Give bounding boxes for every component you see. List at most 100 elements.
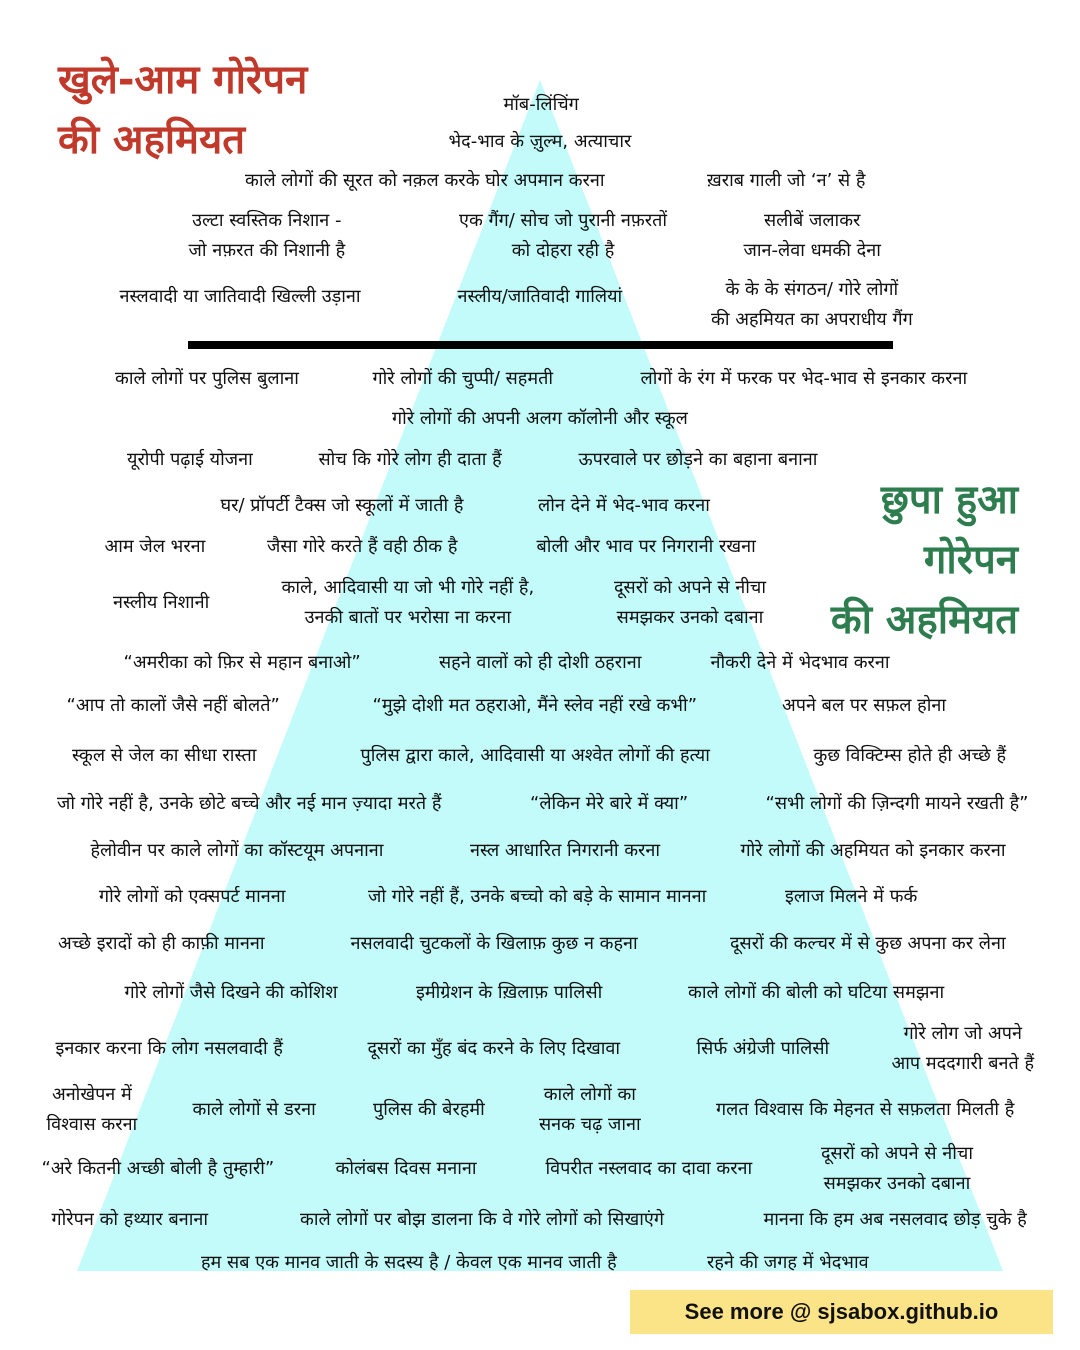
covert-item: कोलंबस दिवस मनाना <box>336 1154 477 1184</box>
overt-heading-line: की अहमियत <box>58 117 246 163</box>
covert-item: सहने वालों को ही दोशी ठहराना <box>439 648 641 678</box>
covert-item-line: “मुझे दोशी मत ठहराओ, मैंने स्लेव नहीं रख… <box>372 695 698 716</box>
overt-item-line: मॉब-लिंचिंग <box>503 94 579 115</box>
covert-item: सोच कि गोरे लोग ही दाता हैं <box>319 445 502 475</box>
covert-item-line: पुलिस द्वारा काले, आदिवासी या अश्वेत लोग… <box>360 745 710 766</box>
covert-item-line: पुलिस की बेरहमी <box>373 1099 485 1120</box>
overt-item-line: उल्टा स्वस्तिक निशान - <box>192 210 342 231</box>
overt-item: ख़राब गाली जो ‘न’ से है <box>707 166 865 196</box>
covert-item: “लेकिन मेरे बारे में क्या” <box>530 789 688 819</box>
overt-item: उल्टा स्वस्तिक निशान -जो नफ़रत की निशानी… <box>189 206 346 266</box>
covert-item: काले लोगों से डरना <box>193 1095 316 1125</box>
covert-heading-line: गोरेपन <box>923 537 1018 583</box>
covert-item-line: गोरे लोग जो अपने <box>903 1023 1022 1044</box>
covert-item-line: मानना कि हम अब नसलवाद छोड़ चुके है <box>763 1209 1027 1230</box>
covert-item: आम जेल भरना <box>105 532 206 562</box>
covert-item-line: हेलोवीन पर काले लोगों का कॉस्टयूम अपनाना <box>90 840 384 861</box>
covert-item: अनोखेपन मेंविश्वास करना <box>47 1080 138 1140</box>
covert-whiteness-heading: छुपा हुआ गोरेपन की अहमियत <box>831 470 1018 650</box>
overt-item-line: भेद-भाव के ज़ुल्म, अत्याचार <box>448 131 632 152</box>
covert-item-line: सनक चढ़ जाना <box>539 1114 641 1135</box>
covert-item-line: अनोखेपन में <box>51 1084 132 1105</box>
covert-item-line: अच्छे इरादों को ही काफ़ी मानना <box>58 933 265 954</box>
covert-item: नौकरी देने में भेदभाव करना <box>711 648 890 678</box>
covert-item: काले, आदिवासी या जो भी गोरे नहीं है,उनकी… <box>282 573 535 633</box>
covert-item: “सभी लोगों की ज़िन्दगी मायने रखती है” <box>766 789 1029 819</box>
covert-item-line: इनकार करना कि लोग नसलवादी हैं <box>55 1038 283 1059</box>
covert-item-line: नस्ल आधारित निगरानी करना <box>470 840 661 861</box>
overt-item-line: एक गैंग/ सोच जो पुरानी नफ़रतों <box>459 210 668 231</box>
covert-item: “आप तो कालों जैसे नहीं बोलते” <box>67 691 280 721</box>
covert-item-line: नौकरी देने में भेदभाव करना <box>710 652 890 673</box>
covert-item: गोरेपन को हथ्यार बनाना <box>52 1205 209 1235</box>
covert-item-line: कुछ विक्टिम्स होते ही अच्छे हैं <box>813 745 1007 766</box>
covert-item: काले लोगों का सनक चढ़ जाना <box>539 1080 641 1140</box>
covert-item: काले लोगों पर पुलिस बुलाना <box>115 364 299 394</box>
covert-item: जो गोरे नहीं हैं, उनके बच्चो को बड़े के … <box>368 882 706 912</box>
covert-item-line: काले लोगों का <box>543 1084 636 1105</box>
covert-item: गोरे लोगों को एक्सपर्ट मानना <box>99 882 285 912</box>
covert-item-line: गोरे लोगों की चुप्पी/ सहमती <box>372 368 554 389</box>
covert-item-line: विपरीत नस्लवाद का दावा करना <box>545 1158 753 1179</box>
covert-item-line: काले लोगों से डरना <box>192 1099 316 1120</box>
covert-item: विपरीत नस्लवाद का दावा करना <box>546 1154 753 1184</box>
covert-item: इलाज मिलने में फर्क <box>785 882 917 912</box>
overt-item-line: नस्लवादी या जातिवादी खिल्ली उड़ाना <box>119 286 361 307</box>
covert-item: अच्छे इरादों को ही काफ़ी मानना <box>58 929 264 959</box>
covert-item-line: स्कूल से जेल का सीधा रास्ता <box>72 745 257 766</box>
covert-item-line: दूसरों को अपने से नीचा <box>821 1143 973 1164</box>
covert-item-line: इलाज मिलने में फर्क <box>785 886 918 907</box>
credit-banner[interactable]: See more @ sjsabox.github.io <box>630 1290 1053 1334</box>
covert-item: जैसा गोरे करते हैं वही ठीक है <box>267 532 457 562</box>
covert-item-line: दूसरों की कल्चर में से कुछ अपना कर लेना <box>730 933 1006 954</box>
covert-item-line: ऊपरवाले पर छोड़ने का बहाना बनाना <box>578 449 818 470</box>
covert-item: पुलिस की बेरहमी <box>373 1095 485 1125</box>
covert-item: सिर्फ अंग्रेजी पालिसी <box>697 1034 830 1064</box>
covert-item: गोरे लोगों जैसे दिखने की कोशिश <box>125 978 338 1008</box>
covert-item: गोरे लोगों की अपनी अलग कॉलोनी और स्कूल <box>392 404 688 434</box>
covert-item-line: सहने वालों को ही दोशी ठहराना <box>439 652 642 673</box>
covert-item: मानना कि हम अब नसलवाद छोड़ चुके है <box>764 1205 1027 1235</box>
covert-item-line: अपने बल पर सफ़ल होना <box>782 695 947 716</box>
covert-item: काले लोगों पर बोझ डालना कि वे गोरे लोगों… <box>300 1205 664 1235</box>
covert-item: दूसरों की कल्चर में से कुछ अपना कर लेना <box>730 929 1006 959</box>
covert-item-line: “आप तो कालों जैसे नहीं बोलते” <box>66 695 280 716</box>
covert-item: नस्ल आधारित निगरानी करना <box>470 836 660 866</box>
covert-item-line: गोरेपन को हथ्यार बनाना <box>51 1209 209 1230</box>
overt-item-line: को दोहरा रही है <box>511 240 615 261</box>
covert-item-line: दूसरों को अपने से नीचा <box>614 577 766 598</box>
overt-item-line: के के के संगठन/ गोरे लोगों <box>725 279 899 300</box>
overt-item-line: काले लोगों की सूरत को नक़ल करके घोर अपमा… <box>245 170 605 191</box>
covert-item: हेलोवीन पर काले लोगों का कॉस्टयूम अपनाना <box>91 836 384 866</box>
covert-item: यूरोपी पढ़ाई योजना <box>127 445 253 475</box>
covert-item-line: हम सब एक मानव जाती के सदस्य है / केवल एक… <box>201 1252 617 1273</box>
covert-item: दूसरों को अपने से नीचासमझकर उनको दबाना <box>821 1139 973 1199</box>
covert-item: “मुझे दोशी मत ठहराओ, मैंने स्लेव नहीं रख… <box>373 691 698 721</box>
covert-item: अपने बल पर सफ़ल होना <box>782 691 946 721</box>
covert-item: इमीग्रेशन के ख़िलाफ़ पालिसी <box>416 978 602 1008</box>
covert-item-line: काले लोगों पर पुलिस बुलाना <box>115 368 299 389</box>
covert-item: पुलिस द्वारा काले, आदिवासी या अश्वेत लोग… <box>361 741 710 771</box>
covert-item: बोली और भाव पर निगरानी रखना <box>537 532 756 562</box>
covert-item-line: इमीग्रेशन के ख़िलाफ़ पालिसी <box>416 982 603 1003</box>
covert-item: नसलवादी चुटकलों के खिलाफ़ कुछ न कहना <box>351 929 638 959</box>
overt-item: नस्लवादी या जातिवादी खिल्ली उड़ाना <box>120 282 361 312</box>
covert-item-line: उनकी बातों पर भरोसा ना करना <box>304 607 512 628</box>
overt-item-line: जान-लेवा धमकी देना <box>743 240 881 261</box>
covert-item: हम सब एक मानव जाती के सदस्य है / केवल एक… <box>201 1248 617 1278</box>
covert-item-line: यूरोपी पढ़ाई योजना <box>127 449 253 470</box>
covert-item: इनकार करना कि लोग नसलवादी हैं <box>56 1034 283 1064</box>
covert-item-line: नस्लीय निशानी <box>113 592 210 613</box>
overt-item: भेद-भाव के ज़ुल्म, अत्याचार <box>449 127 632 157</box>
covert-item-line: नसलवादी चुटकलों के खिलाफ़ कुछ न कहना <box>350 933 638 954</box>
covert-item-line: काले लोगों की बोली को घटिया समझना <box>688 982 945 1003</box>
overt-whiteness-heading: खुले-आम गोरेपन की अहमियत <box>58 50 307 170</box>
covert-item-line: गलत विश्वास कि मेहनत से सफ़लता मिलती है <box>716 1099 1015 1120</box>
covert-item-line: लोन देने में भेद-भाव करना <box>538 495 710 516</box>
covert-item-line: घर/ प्रॉपर्टी टैक्स जो स्कूलों में जाती … <box>220 495 464 516</box>
overt-item: नस्लीय/जातिवादी गालियां <box>458 282 623 312</box>
covert-item-line: आम जेल भरना <box>104 536 206 557</box>
covert-item: लोन देने में भेद-भाव करना <box>538 491 710 521</box>
covert-item-line: जैसा गोरे करते हैं वही ठीक है <box>267 536 458 557</box>
